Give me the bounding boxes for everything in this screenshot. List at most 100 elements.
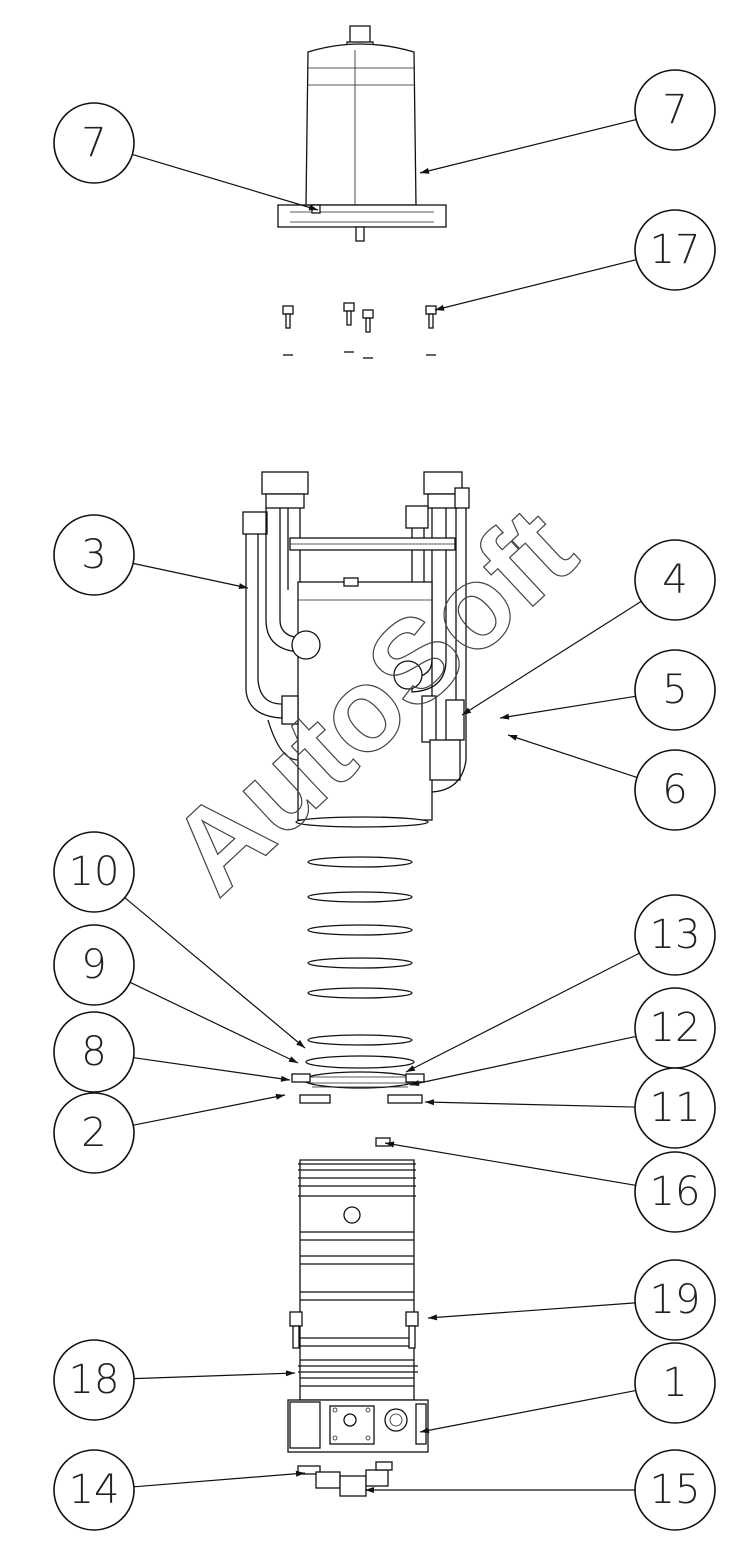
leader-line	[133, 1372, 296, 1380]
callout-3: 3	[53, 514, 249, 596]
leader-line	[133, 1094, 286, 1126]
callout-circle	[634, 539, 716, 621]
leader-arrowhead	[435, 304, 445, 311]
leader-arrowhead	[428, 1314, 438, 1321]
leader-line	[124, 897, 306, 1049]
callout-circle	[634, 894, 716, 976]
screw-set	[282, 302, 437, 359]
callout-number: 13	[650, 912, 701, 958]
callout-circle	[53, 1092, 135, 1174]
leader-line	[427, 1302, 636, 1319]
valve-body-assembly	[242, 471, 470, 828]
rotor-spool-assembly	[287, 1137, 429, 1497]
callout-8: 8	[53, 1011, 291, 1093]
leader-arrowhead	[308, 204, 318, 211]
callout-circle	[634, 1342, 716, 1424]
leader-arrowhead	[420, 1427, 430, 1434]
callout-5: 5	[499, 649, 716, 731]
leader-line	[419, 119, 637, 174]
callout-number: 14	[69, 1467, 120, 1513]
callout-10: 10	[53, 831, 306, 1049]
callout-circle	[53, 1449, 135, 1531]
callout-circle	[53, 1339, 135, 1421]
callout-circle	[634, 649, 716, 731]
callout-circle	[634, 69, 716, 151]
callout-17: 17	[434, 209, 716, 311]
callout-circle	[634, 749, 716, 831]
callout-2: 2	[53, 1092, 286, 1174]
callout-number: 2	[81, 1110, 106, 1156]
callout-circle	[634, 1449, 716, 1531]
motor-cap-assembly	[277, 25, 447, 242]
callout-19: 19	[427, 1259, 716, 1341]
leader-arrowhead	[280, 1075, 290, 1082]
callout-circle	[634, 1151, 716, 1233]
leader-line	[461, 600, 642, 716]
callout-circle	[634, 209, 716, 291]
callout-circle	[53, 924, 135, 1006]
leader-arrowhead	[462, 707, 472, 715]
leader-line	[133, 1057, 291, 1081]
callout-11: 11	[424, 1067, 716, 1149]
leader-arrowhead	[385, 1141, 395, 1148]
callout-number: 18	[69, 1357, 120, 1403]
leader-arrowhead	[296, 1039, 305, 1048]
callout-number: 7	[81, 120, 106, 166]
leader-line	[405, 952, 640, 1073]
callout-number: 10	[69, 849, 120, 895]
leader-arrowhead	[425, 1099, 435, 1106]
callout-6: 6	[507, 734, 716, 831]
leader-line	[424, 1101, 636, 1108]
callout-number: 19	[650, 1277, 701, 1323]
callout-9: 9	[53, 924, 299, 1064]
callout-circle	[634, 1259, 716, 1341]
leader-line	[409, 1035, 637, 1086]
callout-circle	[634, 1067, 716, 1149]
callout-14: 14	[53, 1449, 306, 1531]
leader-line	[419, 1389, 636, 1433]
leader-arrowhead	[288, 1056, 298, 1063]
leader-arrowhead	[238, 583, 248, 590]
leader-arrowhead	[406, 1065, 416, 1072]
leader-arrowhead	[275, 1093, 285, 1100]
leader-line	[434, 259, 637, 311]
callout-7: 7	[419, 69, 716, 174]
leader-arrowhead	[500, 713, 510, 720]
callout-7: 7	[53, 102, 319, 211]
callout-number: 7	[662, 87, 687, 133]
leader-line	[384, 1142, 636, 1186]
leader-line	[132, 562, 249, 589]
callout-number: 9	[81, 942, 106, 988]
callout-16: 16	[384, 1141, 716, 1233]
callouts-layer: 7 7 17 3 4 5 6 10 13 9 12 8 11 2 16 19 18 1 14 15	[53, 69, 716, 1531]
callout-15: 15	[365, 1449, 716, 1531]
leader-line	[499, 695, 636, 719]
leader-line	[129, 981, 299, 1064]
callout-number: 3	[81, 532, 106, 578]
leader-line	[132, 153, 319, 211]
callout-number: 5	[662, 667, 687, 713]
callout-circle	[53, 1011, 135, 1093]
callout-circle	[53, 102, 135, 184]
seal-ring-stack	[291, 856, 425, 1104]
callout-18: 18	[53, 1339, 296, 1421]
leader-line	[133, 1472, 306, 1488]
callout-number: 4	[662, 557, 687, 603]
callout-number: 1	[662, 1360, 687, 1406]
callout-number: 17	[650, 227, 701, 273]
callout-number: 16	[650, 1169, 701, 1215]
callout-13: 13	[405, 894, 716, 1073]
callout-number: 12	[650, 1005, 701, 1051]
leader-arrowhead	[420, 167, 430, 174]
leader-arrowhead	[295, 1470, 305, 1477]
callout-12: 12	[409, 987, 716, 1087]
callout-number: 11	[650, 1085, 701, 1131]
callout-1: 1	[419, 1342, 716, 1434]
callout-number: 15	[650, 1467, 701, 1513]
callout-circle	[53, 514, 135, 596]
leader-arrowhead	[365, 1487, 374, 1493]
leader-line	[507, 734, 638, 779]
callout-number: 8	[81, 1029, 106, 1075]
callout-number: 6	[662, 767, 687, 813]
